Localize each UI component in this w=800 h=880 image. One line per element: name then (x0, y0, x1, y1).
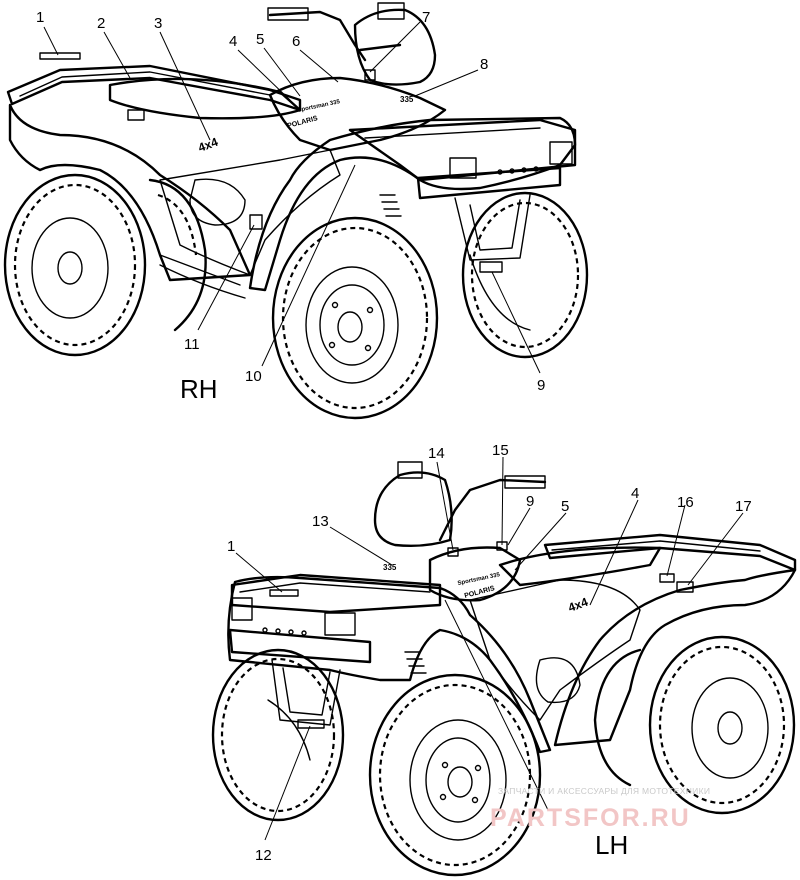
rh-grip (267, 7, 309, 21)
rh-callout-3: 3 (154, 15, 162, 32)
lh-front-wheel-near (368, 673, 542, 877)
lh-callout-1: 1 (227, 538, 235, 555)
lh-callout-4: 5 (561, 498, 569, 515)
rh-callout-8: 8 (480, 56, 488, 73)
rh-model-decal: Sportsman 335 (297, 99, 341, 114)
lh-front-fender (227, 575, 552, 754)
lh-badge-4x4: 4x4 (566, 595, 590, 615)
lh-brush-guard (271, 659, 341, 726)
lh-headlight-right (324, 612, 356, 636)
rh-callout-4: 4 (229, 33, 237, 50)
view-label-rh: RH (180, 374, 218, 404)
lh-callout-16: 17 (735, 498, 752, 515)
rh-front-rack (348, 118, 577, 182)
lh-callout-3: 4 (631, 485, 639, 502)
rh-decal-2-shape (127, 109, 145, 121)
rh-pod-lamp (377, 2, 405, 20)
lh-callout-14: 15 (492, 442, 509, 459)
rh-brush-guard (454, 194, 531, 261)
rh-rear-fender (8, 103, 252, 282)
rh-callout-5: 5 (256, 31, 264, 48)
lh-headlight-pod (373, 471, 453, 548)
rh-front-wheel-far (461, 191, 589, 359)
lh-grip (504, 475, 546, 489)
rh-leaders (43, 21, 541, 374)
rh-headlight-pod (353, 8, 437, 86)
rh-rear-wheel (3, 173, 147, 357)
rh-seat (108, 77, 302, 120)
rh-number-decal: 335 (400, 95, 414, 104)
lh-callout-13: 14 (428, 445, 445, 462)
rh-front-bumper (416, 166, 562, 200)
rh-front-wheel (271, 216, 439, 420)
rh-headlight-left (449, 157, 477, 179)
lh-callout-9: 12 (255, 847, 272, 864)
lh-callouts: 1 4 5 9 12 13 14 15 16 17 (227, 442, 752, 864)
rh-decal-11-shape (249, 214, 263, 230)
lh-front-bumper (228, 628, 372, 664)
rh-callout-9: 9 (537, 377, 545, 394)
lh-rear-wheel-far (593, 648, 642, 787)
atv-lh-drawing: 4x4 POLARIS Sportsman 335 335 (211, 461, 797, 877)
lh-fuel-tank (428, 546, 522, 602)
lh-callout-15: 16 (677, 494, 694, 511)
rh-headlight-right (549, 141, 573, 165)
lh-model-decal: Sportsman 335 (457, 572, 501, 587)
watermark: ЗАПЧАСТИ И АКСЕССУАРЫ ДЛЯ МОТОТЕХНИКИ PA… (490, 786, 710, 832)
lh-side-panel (469, 579, 641, 721)
lh-callout-5: 9 (526, 493, 534, 510)
rh-decal-1-shape (39, 52, 81, 60)
lh-number-decal: 335 (383, 563, 397, 572)
rh-callouts: 1 2 3 4 5 6 7 8 9 10 11 (36, 9, 545, 394)
rh-callout-7: 7 (422, 9, 430, 26)
rh-brand-decal: POLARIS (287, 115, 319, 130)
rh-callout-10: 10 (245, 368, 262, 385)
lh-handlebar (438, 478, 547, 542)
atv-rh-drawing: 4x4 POLARIS Sportsman 335 335 (3, 2, 589, 420)
lh-decal-16-shape (676, 581, 694, 593)
rh-side-panel (159, 149, 341, 276)
lh-callout-12: 13 (312, 513, 329, 530)
lh-front-wheel (211, 648, 345, 822)
view-label-lh: LH (595, 830, 628, 860)
lh-rear-fender (553, 568, 797, 747)
lh-headlight-left (231, 597, 253, 621)
watermark-tagline: ЗАПЧАСТИ И АКСЕССУАРЫ ДЛЯ МОТОТЕХНИКИ (498, 786, 710, 796)
lh-pod-lamp (397, 461, 423, 479)
lh-decal-1-shape (269, 589, 299, 597)
lh-decal-9-shape (297, 719, 325, 729)
rh-decal-9-shape (479, 261, 503, 273)
rh-fuel-tank (268, 76, 447, 152)
rh-rear-wheel-far (148, 178, 207, 332)
lh-seat (498, 546, 662, 587)
rh-callout-1: 1 (36, 9, 44, 26)
rh-callout-2: 2 (97, 15, 105, 32)
rh-badge-4x4: 4x4 (196, 135, 220, 155)
rh-callout-11: 11 (184, 336, 200, 353)
rh-callout-6: 6 (292, 33, 300, 50)
lh-leaders (235, 456, 744, 841)
lh-rear-wheel (648, 635, 796, 815)
rh-decal-7-shape (364, 69, 376, 81)
watermark-logo: PARTSFOR.RU (490, 804, 691, 832)
